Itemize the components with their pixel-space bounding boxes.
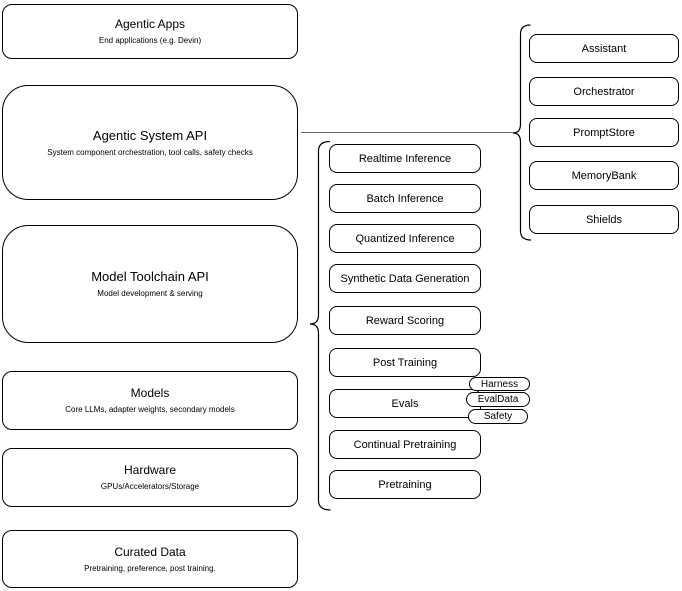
node-orchestrator: Orchestrator	[529, 77, 679, 106]
node-memorybank: MemoryBank	[529, 161, 679, 190]
node-quantized-inference: Quantized Inference	[329, 224, 481, 253]
node-title: Agentic Apps	[114, 17, 186, 31]
node-title: Agentic System API	[92, 127, 208, 143]
node-synthetic-data-generation: Synthetic Data Generation	[329, 264, 481, 293]
node-subtitle: Core LLMs, adapter weights, secondary mo…	[65, 405, 235, 414]
node-subtitle: Pretraining, preference, post training.	[84, 563, 216, 573]
node-subtitle: Model development & serving	[97, 289, 203, 298]
node-title: Hardware	[123, 463, 177, 477]
node-title: Models	[130, 386, 170, 400]
node-shields: Shields	[529, 205, 679, 234]
node-continual-pretraining: Continual Pretraining	[329, 430, 481, 459]
node-subtitle: System component orchestration, tool cal…	[47, 147, 253, 157]
node-realtime-inference: Realtime Inference	[329, 144, 481, 173]
node-evals: Evals	[329, 389, 481, 418]
node-hardware: Hardware GPUs/Accelerators/Storage	[2, 448, 298, 507]
middle-column-brace	[309, 140, 331, 511]
node-model-toolchain-api: Model Toolchain API Model development & …	[2, 225, 298, 343]
tag-evaldata: EvalData	[466, 392, 530, 407]
node-assistant: Assistant	[529, 34, 679, 63]
node-title: Model Toolchain API	[91, 269, 209, 284]
node-agentic-system-api: Agentic System API System component orch…	[2, 85, 298, 200]
node-pretraining: Pretraining	[329, 470, 481, 499]
node-title: Curated Data	[114, 544, 186, 559]
node-subtitle: GPUs/Accelerators/Storage	[100, 482, 200, 491]
node-curated-data: Curated Data Pretraining, preference, po…	[2, 530, 298, 588]
node-batch-inference: Batch Inference	[329, 184, 481, 213]
node-models: Models Core LLMs, adapter weights, secon…	[2, 371, 298, 430]
node-agentic-apps: Agentic Apps End applications (e.g. Devi…	[2, 4, 298, 59]
node-promptstore: PromptStore	[529, 118, 679, 147]
node-reward-scoring: Reward Scoring	[329, 306, 481, 335]
right-column-brace	[512, 24, 532, 241]
tag-harness: Harness	[469, 377, 530, 391]
node-subtitle: End applications (e.g. Devin)	[98, 36, 202, 45]
node-post-training: Post Training	[329, 348, 481, 377]
tag-safety: Safety	[468, 409, 528, 424]
